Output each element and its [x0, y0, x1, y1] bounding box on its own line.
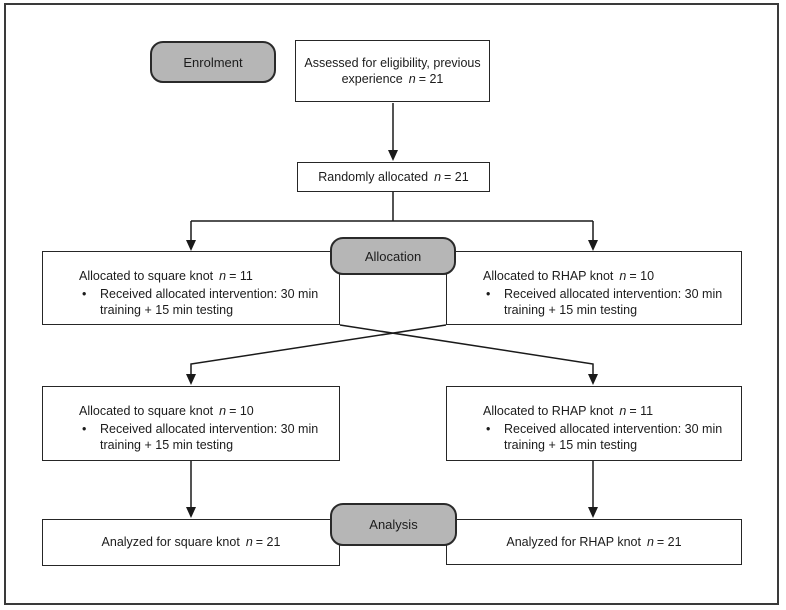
- alloc-bullet-text: Received allocated intervention: 30 min …: [504, 421, 723, 453]
- box-assessed-eligibility: Assessed for eligibility, previous exper…: [295, 40, 490, 102]
- bullet-icon: •: [82, 421, 87, 436]
- bullet-icon: •: [82, 286, 87, 301]
- alloc-bullet-text: Received allocated intervention: 30 min …: [100, 421, 319, 453]
- ribbon-allocation: Allocation: [330, 237, 456, 275]
- ribbon-enrolment-label: Enrolment: [183, 54, 243, 70]
- ribbon-allocation-label: Allocation: [364, 248, 422, 264]
- alloc-bullet-text: Received allocated intervention: 30 min …: [100, 286, 319, 318]
- ribbon-enrolment: Enrolment: [150, 41, 276, 83]
- ribbon-analysis: Analysis: [330, 503, 457, 546]
- alloc-bullet-row: • Received allocated intervention: 30 mi…: [82, 286, 333, 319]
- bullet-icon: •: [486, 421, 491, 436]
- alloc-bullet-row: • Received allocated intervention: 30 mi…: [486, 286, 735, 319]
- ribbon-analysis-label: Analysis: [369, 517, 418, 532]
- bullet-icon: •: [486, 286, 491, 301]
- diagram-outer-frame: [4, 3, 779, 605]
- alloc-bullet-row: • Received allocated intervention: 30 mi…: [82, 421, 333, 454]
- alloc-bullet-text: Received allocated intervention: 30 min …: [504, 286, 723, 318]
- alloc-bullet-row: • Received allocated intervention: 30 mi…: [486, 421, 735, 454]
- assessed-line1: Assessed for eligibility, previous: [304, 55, 481, 70]
